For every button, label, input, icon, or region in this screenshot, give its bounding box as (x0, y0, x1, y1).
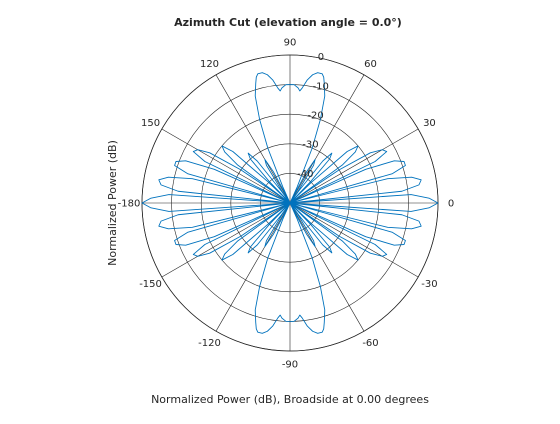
angle-tick-label: -60 (362, 338, 378, 349)
spoke-line (289, 74, 365, 204)
series-layer (141, 72, 439, 334)
spoke-line (215, 74, 291, 204)
grid-ring (200, 113, 380, 293)
series-line (141, 72, 439, 334)
angle-tick-label: 30 (423, 118, 436, 129)
spoke-line (161, 202, 291, 278)
angle-tick-label: -180 (118, 199, 141, 210)
angle-tick-label: 90 (284, 38, 297, 49)
angle-tick-label: 120 (200, 59, 219, 70)
angle-tick-label: 150 (141, 118, 160, 129)
radial-tick-label: -20 (307, 111, 323, 122)
spoke-line (161, 128, 291, 204)
grid-ring (230, 143, 350, 263)
radial-tick-label: -40 (297, 169, 313, 180)
spoke-line (289, 202, 419, 278)
radial-tick-label: -30 (302, 140, 318, 151)
radial-tick-label: -10 (313, 81, 329, 92)
angle-tick-label: 60 (364, 59, 377, 70)
angle-tick-label: 0 (448, 199, 454, 210)
radial-tick-label: 0 (318, 52, 324, 63)
y-axis-label: Normalized Power (dB) (106, 140, 119, 266)
angle-tick-label: -150 (139, 279, 162, 290)
grid-ring (260, 173, 320, 233)
spoke-line (289, 202, 365, 332)
angle-tick-label: -90 (282, 360, 298, 371)
angle-tick-label: -120 (198, 338, 221, 349)
chart-title: Azimuth Cut (elevation angle = 0.0°) (174, 16, 402, 29)
x-axis-label: Normalized Power (dB), Broadside at 0.00… (151, 393, 429, 406)
spoke-line (289, 128, 419, 204)
tick-labels: 0 30 60 90 120 150 -180 -150 -120 -90 -60 -30 -40 -30… (118, 38, 455, 371)
angle-tick-label: -30 (421, 279, 437, 290)
spoke-line (215, 202, 291, 332)
